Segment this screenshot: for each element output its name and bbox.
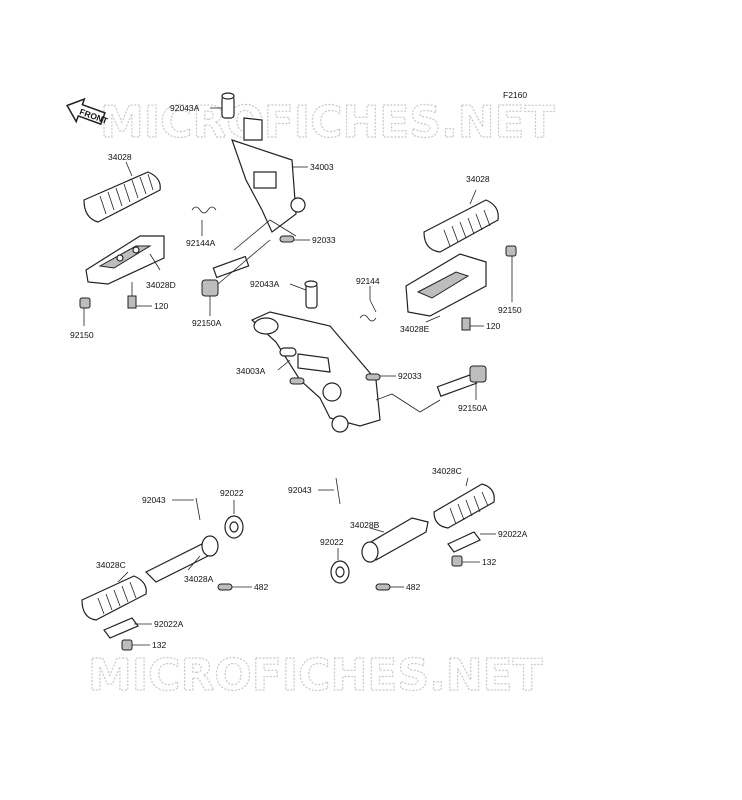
callout-92022a-left: 92022A [154, 619, 184, 629]
callout-120-right: 120 [486, 321, 500, 331]
callout-92022a-right: 92022A [498, 529, 528, 539]
callout-132-right: 132 [482, 557, 496, 567]
callout-92043a-mid: 92043A [250, 279, 280, 289]
footpeg-rubber-34028c-right [433, 483, 495, 529]
callout-34028c-right: 34028C [432, 466, 462, 476]
callout-92144a: 92144A [186, 238, 216, 248]
footpeg-shaft-34028b [361, 517, 429, 563]
callout-92043a-top: 92043A [170, 103, 200, 113]
callout-92150-left: 92150 [70, 330, 94, 340]
bolt-92150a-right [375, 365, 487, 413]
watermark-top: MICROFICHES.NET [100, 97, 555, 148]
callout-92033-mid: 92033 [398, 371, 422, 381]
callout-34028-left: 34028 [108, 152, 132, 162]
callout-92022-left: 92022 [220, 488, 244, 498]
bolt-92150a-left [201, 239, 271, 297]
footpeg-rubber-34028c-left [81, 575, 147, 621]
footpeg-rubber-upper-left [83, 171, 161, 223]
bolt-132-left [121, 639, 133, 651]
callout-92150-right: 92150 [498, 305, 522, 315]
callout-92033-top: 92033 [312, 235, 336, 245]
washer-92022a-right [447, 531, 481, 553]
spring-92144a [191, 206, 217, 214]
washer-92022a-left [103, 617, 139, 639]
callout-34028e: 34028E [400, 324, 430, 334]
watermark-bottom: MICROFICHES.NET [88, 650, 543, 701]
bracket-34003 [231, 117, 306, 233]
pin-92043a-mid [304, 280, 318, 309]
washer-92022-right [330, 560, 350, 584]
bolt-120-right [461, 317, 471, 331]
footpeg-rubber-upper-right [423, 199, 499, 253]
bolt-120-left [127, 282, 137, 309]
callout-92150a-right: 92150A [458, 403, 488, 413]
callout-34003: 34003 [310, 162, 334, 172]
callout-34003a: 34003A [236, 366, 266, 376]
pin-34003a-rod [279, 347, 305, 385]
callout-92022-right: 92022 [320, 537, 344, 547]
footpeg-shaft-34028a [144, 535, 219, 583]
footpeg-bracket-upper-left [85, 235, 165, 285]
bolt-92150-left [79, 297, 91, 309]
cotter-482-right [375, 583, 391, 591]
callout-34028d: 34028D [146, 280, 176, 290]
callout-482-left: 482 [254, 582, 268, 592]
callout-482-right: 482 [406, 582, 420, 592]
spring-92144 [359, 299, 377, 322]
callout-92043-right: 92043 [288, 485, 312, 495]
clip-92033-top [279, 235, 295, 243]
callout-92043-left: 92043 [142, 495, 166, 505]
bolt-92150-right [505, 245, 517, 257]
callout-92144: 92144 [356, 276, 380, 286]
callout-120-left: 120 [154, 301, 168, 311]
leader-34003 [233, 219, 297, 251]
figure-code: F2160 [503, 90, 527, 100]
bracket-34003a [250, 311, 381, 433]
callout-92150a-left: 92150A [192, 318, 222, 328]
footpeg-bracket-upper-right [405, 253, 487, 317]
cotter-482-left [217, 583, 233, 591]
clip-92033-mid [365, 373, 381, 381]
pin-92043-right [335, 477, 341, 505]
pin-92043-left [195, 497, 201, 521]
callout-132-left: 132 [152, 640, 166, 650]
callout-34028a: 34028A [184, 574, 214, 584]
bolt-132-right [451, 555, 463, 567]
leader-lines [83, 107, 513, 646]
callout-34028c-left: 34028C [96, 560, 126, 570]
pin-92043a-top [221, 92, 235, 119]
callout-34028b: 34028B [350, 520, 380, 530]
callout-34028-right: 34028 [466, 174, 490, 184]
washer-92022-left [224, 515, 244, 539]
